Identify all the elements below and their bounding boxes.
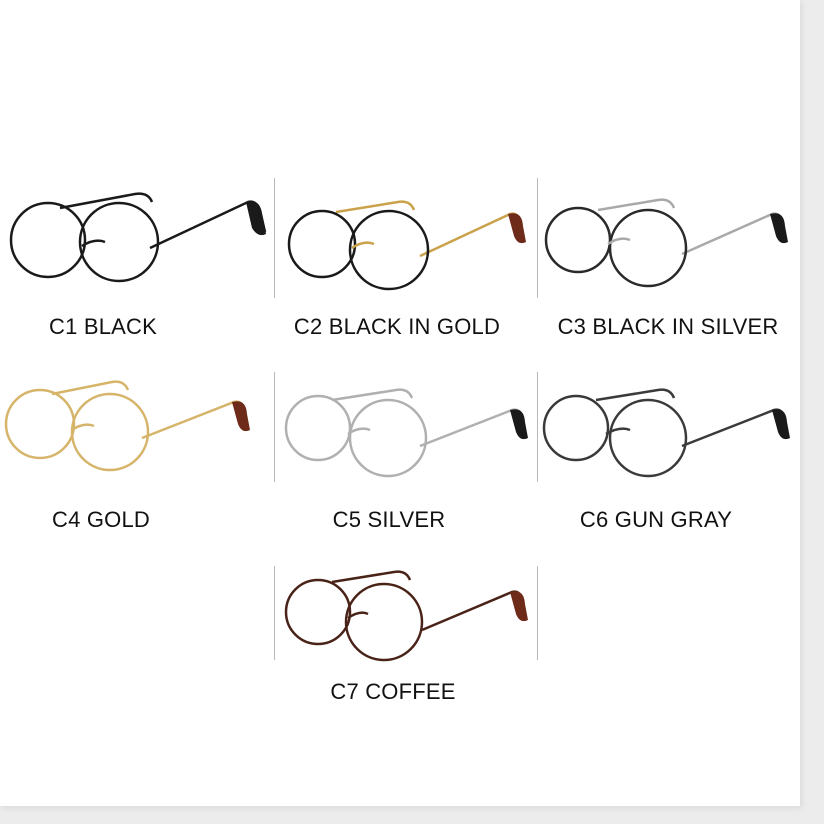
glasses-c7-icon (284, 570, 528, 662)
glasses-c2-icon (287, 200, 526, 291)
variant-label: C4 GOLD (52, 507, 150, 532)
product-image: C1 BLACK C2 BLACK IN GOLD C3 BLACK IN SI… (0, 0, 800, 806)
glasses-c6-icon (542, 388, 790, 478)
variant-label: C7 COFFEE (330, 679, 456, 704)
glasses-c1-icon (9, 192, 267, 283)
glasses-c3-icon (544, 198, 788, 288)
divider (537, 178, 538, 298)
glasses-c4-icon (4, 380, 250, 472)
divider (274, 178, 275, 298)
variant-label: C1 BLACK (49, 314, 157, 339)
variant-label: C2 BLACK IN GOLD (293, 314, 501, 339)
divider (537, 566, 538, 660)
variant-label: C6 GUN GRAY (579, 507, 733, 532)
glasses-c5-icon (284, 388, 528, 478)
divider (274, 372, 275, 482)
variant-label: C5 SILVER (332, 507, 446, 532)
divider (537, 372, 538, 482)
variant-label: C3 BLACK IN SILVER (557, 314, 779, 339)
divider (274, 566, 275, 660)
